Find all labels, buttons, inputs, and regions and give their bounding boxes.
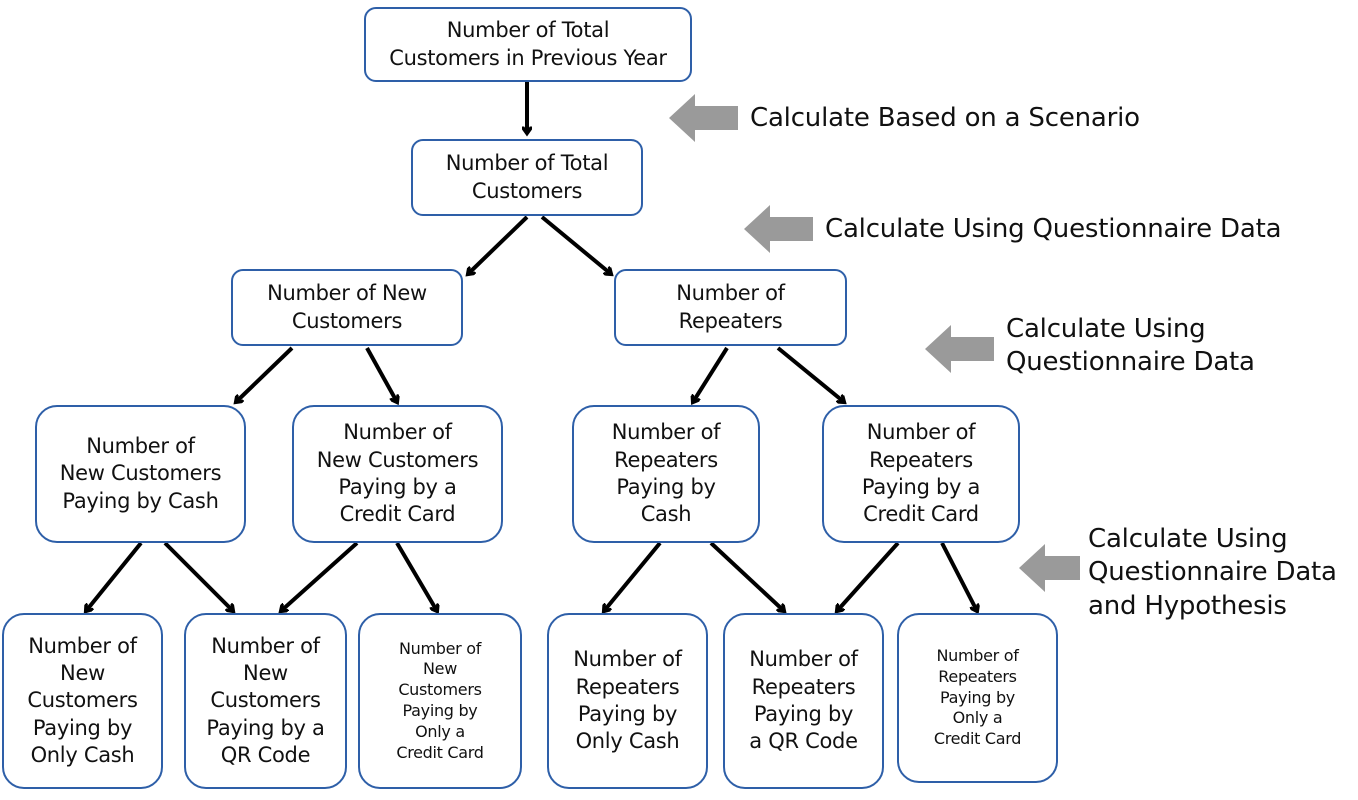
node-new-customers: Number of New Customers [231,269,463,346]
side-arrow-questionnaire-2 [925,325,994,373]
node-new-customers-paying-by-only-cash: Number of New Customers Paying by Only C… [2,613,163,789]
node-total-customers-previous-year: Number of Total Customers in Previous Ye… [364,7,692,82]
node-repeaters-paying-by-only-cash: Number of Repeaters Paying by Only Cash [547,613,708,789]
node-new-customers-paying-by-qr-code: Number of New Customers Paying by a QR C… [184,613,347,789]
arrow-new-credit-to-new-qr [281,541,359,611]
node-new-customers-paying-by-only-credit-card: Number of New Customers Paying by Only a… [358,613,522,789]
arrow-rep-credit-to-rep-qr [837,541,900,611]
node-repeaters-paying-by-credit-card: Number of Repeaters Paying by a Credit C… [822,405,1020,543]
arrow-new-cash-to-new-qr [163,541,233,611]
arrow-total-to-new [468,215,529,274]
side-arrow-questionnaire-hypothesis [1019,544,1080,592]
node-new-customers-paying-by-cash: Number of New Customers Paying by Cash [35,405,246,543]
arrow-rep-credit-to-only-credit [940,542,977,611]
arrow-new-credit-to-only-credit [395,541,437,611]
arrow-rep-cash-to-rep-qr [709,541,784,611]
side-arrow-scenario [669,94,738,142]
arrow-new-cash-to-only-cash [86,541,143,611]
side-arrow-questionnaire-1 [744,205,813,253]
annotation-calculate-using-questionnaire-data: Calculate Using Questionnaire Data [825,214,1282,244]
node-new-customers-paying-by-credit-card: Number of New Customers Paying by a Cred… [292,405,503,543]
node-repeaters-paying-by-cash: Number of Repeaters Paying by Cash [572,405,760,543]
node-repeaters-paying-by-qr-code: Number of Repeaters Paying by a QR Code [723,613,884,789]
arrow-total-to-repeaters [540,215,611,274]
node-total-customers: Number of Total Customers [411,139,643,216]
arrow-rep-cash-to-only-cash [604,541,662,611]
arrow-repeaters-to-rep-cash [693,346,729,402]
node-repeaters: Number of Repeaters [614,269,847,346]
node-repeaters-paying-by-only-credit-card: Number of Repeaters Paying by Only a Cre… [897,613,1058,783]
arrow-new-to-new-cash [236,346,294,402]
annotation-calculate-based-on-scenario: Calculate Based on a Scenario [750,103,1140,133]
arrow-new-to-new-credit [365,347,397,402]
arrow-repeaters-to-rep-credit [776,346,844,402]
annotation-calculate-using-questionnaire-data-2: Calculate Using Questionnaire Data [1006,314,1255,378]
annotation-calculate-using-questionnaire-data-and-hypothesis: Calculate Using Questionnaire Data and H… [1088,524,1337,621]
